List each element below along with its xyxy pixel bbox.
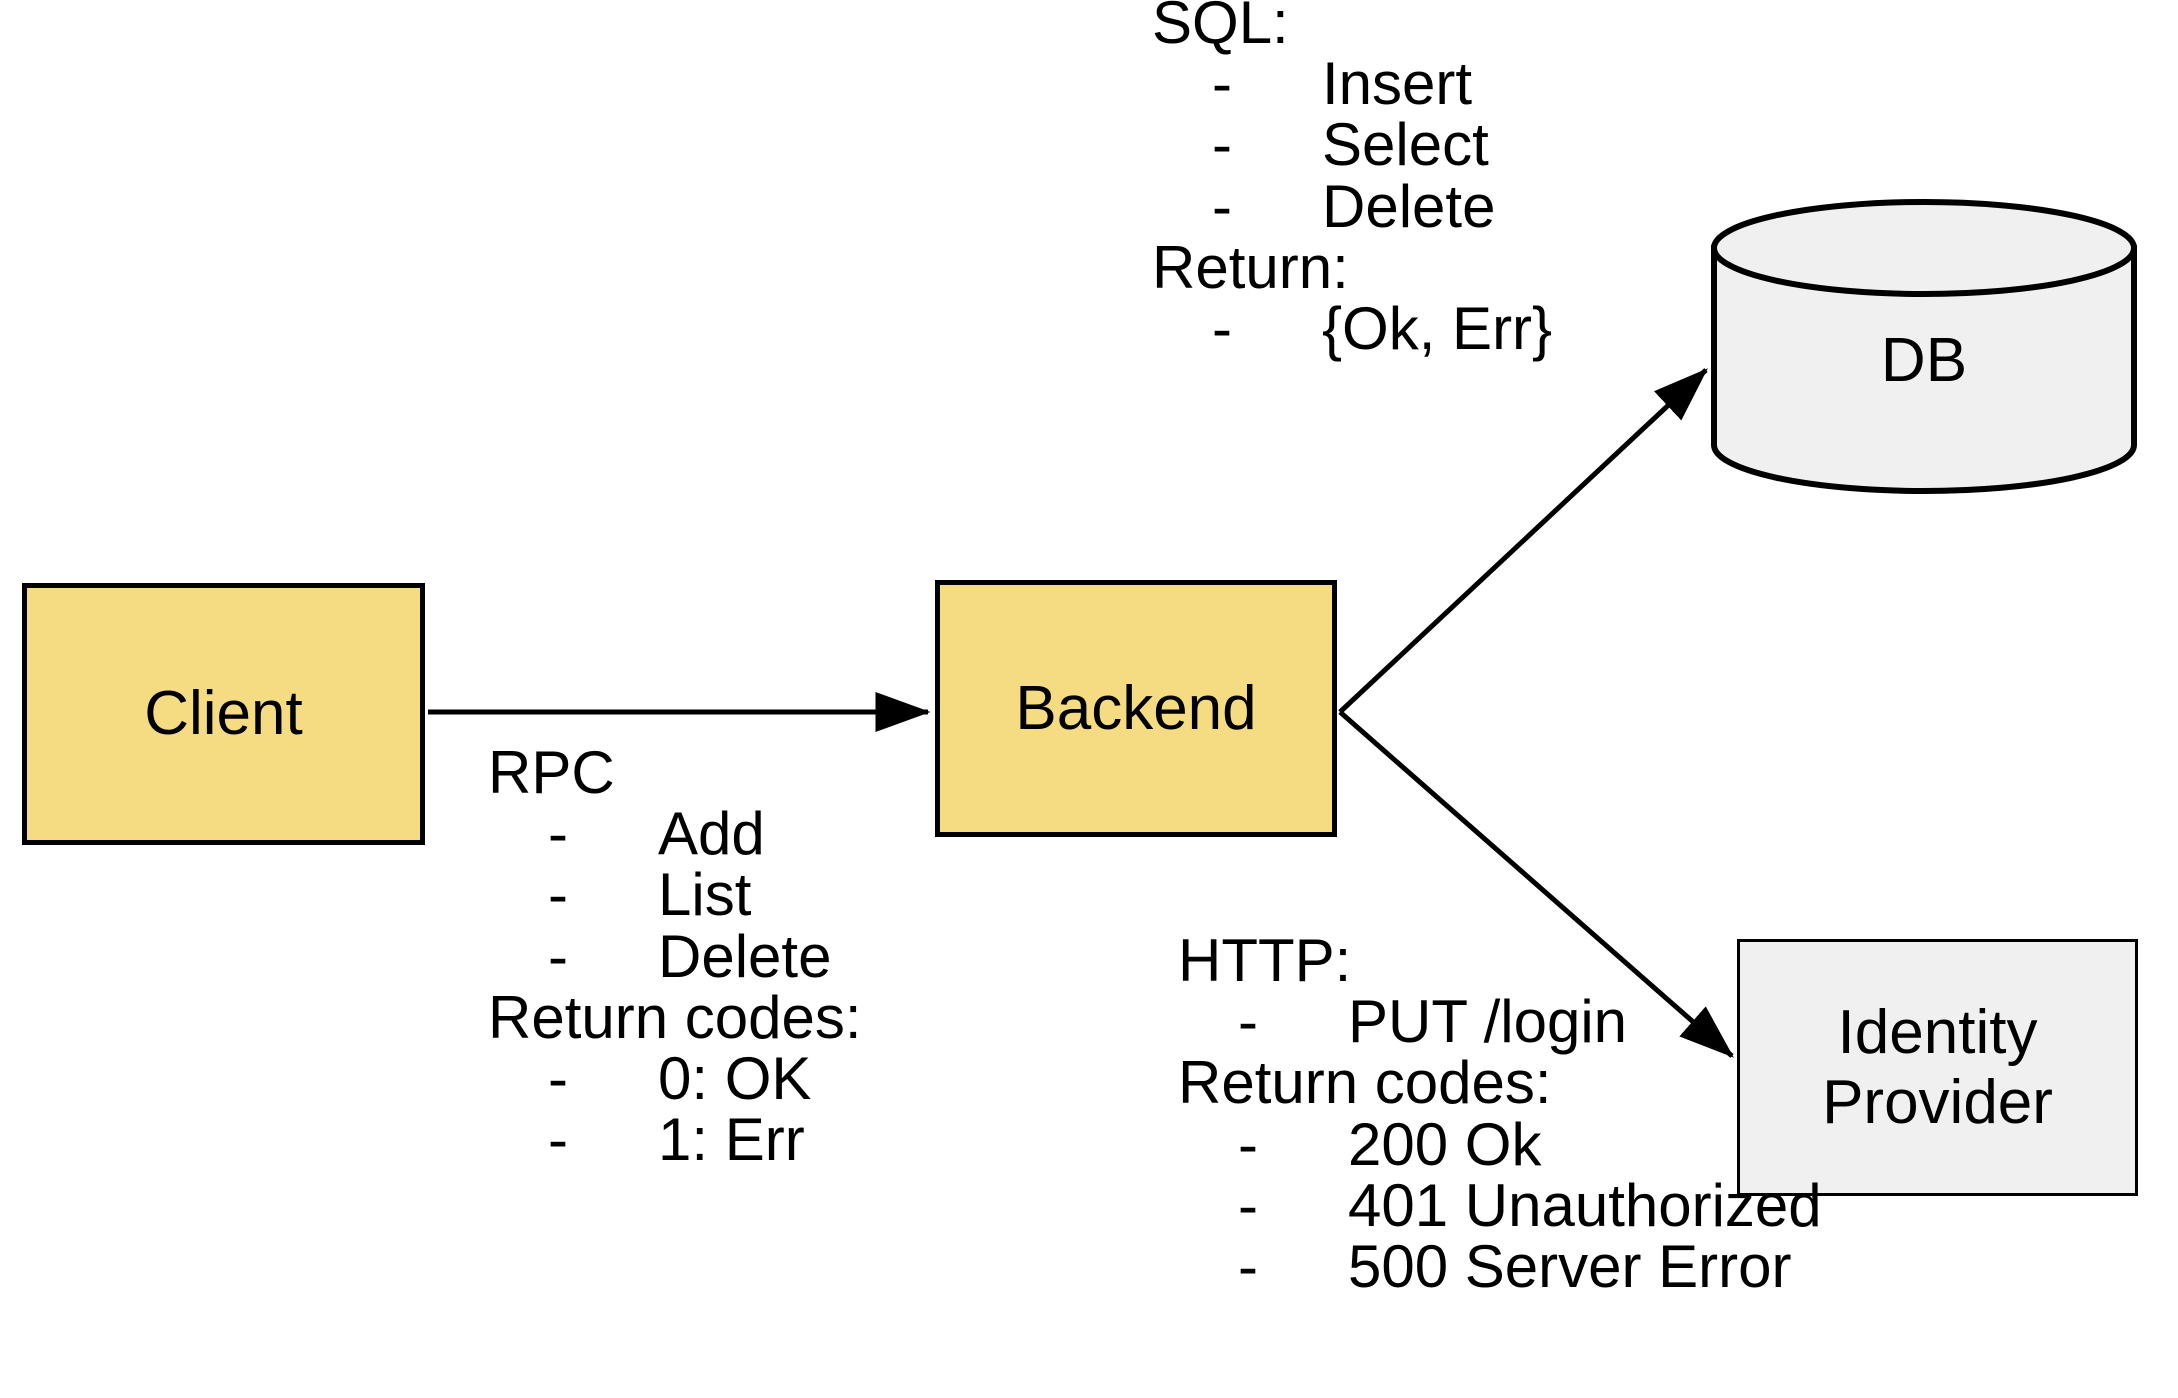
node-identity-provider-label: Identity Provider [1822,998,2053,1137]
node-identity-provider-label-line-2: Provider [1822,1067,2053,1137]
annotation-sql-item-label: Select [1322,111,1489,179]
bullet-dash: - [1212,50,1232,118]
node-identity-provider[interactable]: Identity Provider [1737,939,2138,1196]
annotation-rpc-return-label: 1: Err [658,1106,805,1174]
annotation-rpc-return-label: 0: OK [658,1044,812,1112]
annotation-sql-return-label: {Ok, Err} [1322,294,1553,362]
node-backend[interactable]: Backend [935,580,1337,837]
annotation-sql-item: - Delete [1152,172,1552,240]
annotation-http-item: -PUT /login [1178,991,1822,1052]
annotation-http-return: -401 Unauthorized [1178,1175,1822,1236]
annotation-http-return-label: 401 Unauthorized [1348,1171,1822,1239]
database-cylinder-icon [1711,199,2137,494]
annotation-http-item-label: PUT /login [1348,988,1628,1056]
bullet-dash: - [1238,1110,1258,1178]
annotation-http: HTTP: -PUT /login Return codes: -200 Ok … [1178,930,1822,1297]
node-db[interactable]: DB [1710,198,2138,495]
annotation-http-heading: HTTP: [1178,927,1352,994]
annotation-rpc-returns-heading: Return codes: [488,983,862,1051]
annotation-rpc-return: -0: OK [488,1048,862,1109]
bullet-dash: - [548,1044,568,1112]
bullet-dash: - [548,861,568,929]
annotation-http-return-label: 200 Ok [1348,1110,1542,1178]
annotation-rpc-item-label: Delete [658,922,832,990]
node-client[interactable]: Client [22,583,425,845]
annotation-rpc-item: -List [488,864,862,925]
bullet-dash: - [1238,1232,1258,1300]
annotation-http-returns-heading: Return codes: [1178,1049,1552,1117]
annotation-sql-item: -Select [1152,114,1552,175]
annotation-rpc-item-label: List [658,861,752,929]
annotation-sql-return: -{Ok, Err} [1152,298,1552,359]
annotation-http-return-label: 500 Server Error [1348,1232,1792,1300]
annotation-sql-item-label: Insert [1322,50,1473,118]
annotation-rpc-return: -1: Err [488,1109,862,1170]
annotation-sql-item: -Insert [1152,53,1552,114]
annotation-sql-item-label: Delete [1322,172,1496,240]
annotation-rpc: RPC -Add -List -Delete Return codes: -0:… [488,739,862,1171]
bullet-dash: - [548,1106,568,1174]
annotation-rpc-item: -Add [488,803,862,864]
annotation-http-return: -500 Server Error [1178,1236,1822,1297]
bullet-dash: - [1238,988,1258,1056]
bullet-dash: - [1212,111,1232,179]
annotation-sql-heading: SQL: [1152,0,1289,56]
bullet-dash: - [548,800,568,868]
node-client-label: Client [144,679,303,749]
bullet-dash: - [1212,172,1232,240]
annotation-rpc-heading: RPC [488,739,615,806]
bullet-dash: - [1212,294,1232,362]
bullet-dash: - [548,922,568,990]
annotation-http-return: - 200 Ok [1178,1110,1822,1178]
annotation-sql-returns-heading: Return: [1152,233,1349,301]
node-identity-provider-label-line-1: Identity [1837,998,2038,1068]
annotation-rpc-item-label: Add [658,800,765,868]
edge-backend-to-db [1338,368,1708,714]
node-backend-label: Backend [1015,673,1257,743]
bullet-dash: - [1238,1171,1258,1239]
annotation-sql: SQL: -Insert -Select -Delete Return: -{O… [1152,0,1552,359]
annotation-rpc-item: - Delete [488,922,862,990]
